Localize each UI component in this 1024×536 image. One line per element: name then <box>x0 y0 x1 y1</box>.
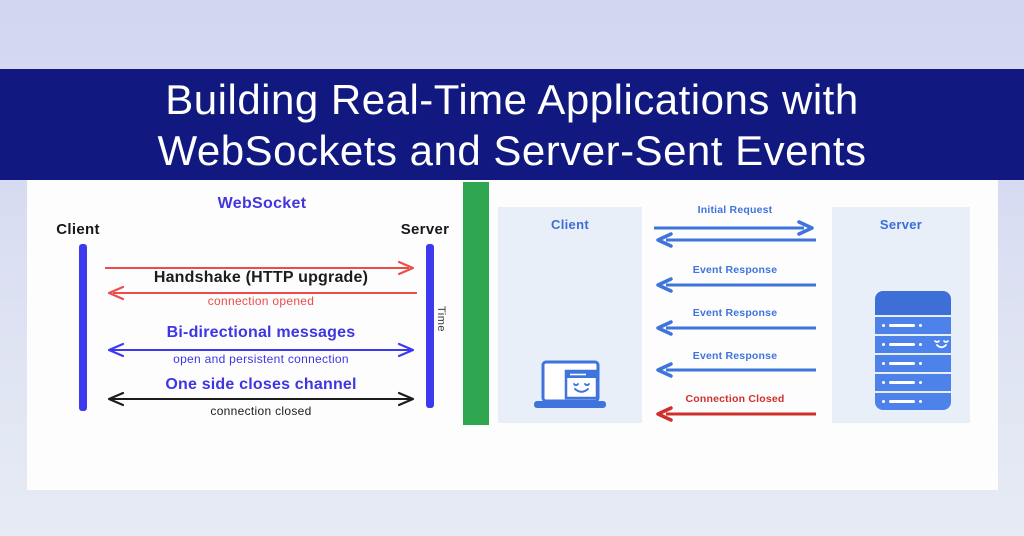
server-rack-top <box>875 291 951 315</box>
initial-response-arrow-icon <box>652 232 818 248</box>
server-rack-slot <box>875 317 951 334</box>
title-banner: Building Real-Time Applications with Web… <box>0 69 1024 180</box>
page-title-line2: WebSockets and Server-Sent Events <box>157 126 867 174</box>
laptop-icon <box>528 359 612 411</box>
content-panel: WebSocket Client Server Time Handshake (… <box>27 180 998 490</box>
sse-client-panel: Client <box>498 207 642 423</box>
websocket-diagram-title: WebSocket <box>217 195 307 212</box>
server-rack-slot <box>875 374 951 391</box>
event-response-arrow-icon-1 <box>652 277 818 293</box>
server-rack-slot-smiley <box>875 336 951 353</box>
close-channel-label: One side closes channel <box>165 376 357 393</box>
initial-request-label: Initial Request <box>697 204 773 216</box>
bidirectional-arrow-icon <box>103 342 419 358</box>
event-response-label-1: Event Response <box>692 264 778 276</box>
server-rack-slot <box>875 393 951 410</box>
sse-connection-closed-label: Connection Closed <box>685 393 785 405</box>
sse-client-label: Client <box>551 217 589 232</box>
event-response-arrow-icon-3 <box>652 362 818 378</box>
websocket-client-label: Client <box>56 221 100 238</box>
persistent-connection-label: open and persistent connection <box>173 352 349 366</box>
smiley-icon <box>932 338 952 351</box>
page-title-line1: Building Real-Time Applications with <box>165 75 859 123</box>
initial-request-arrow-icon <box>652 220 818 236</box>
diagram-separator-bar <box>463 182 489 425</box>
connection-opened-label: connection opened <box>207 294 315 308</box>
connection-opened-arrow-icon <box>103 285 419 301</box>
websocket-server-label: Server <box>400 221 450 238</box>
server-rack-icon <box>875 291 951 410</box>
server-rack-slot <box>875 355 951 372</box>
bidirectional-messages-label: Bi-directional messages <box>166 324 356 341</box>
handshake-request-arrow-icon <box>103 260 419 276</box>
client-lifeline-bar <box>79 244 87 411</box>
sse-server-panel: Server <box>832 207 970 423</box>
handshake-label: Handshake (HTTP upgrade) <box>153 269 369 286</box>
connection-closed-arrow-icon <box>103 391 419 407</box>
sse-connection-closed-arrow-icon <box>652 406 818 422</box>
event-response-label-3: Event Response <box>692 350 778 362</box>
event-response-arrow-icon-2 <box>652 320 818 336</box>
server-lifeline-bar <box>426 244 434 408</box>
ws-connection-closed-label: connection closed <box>210 404 312 418</box>
event-response-label-2: Event Response <box>692 307 778 319</box>
time-axis-label: Time <box>435 306 447 333</box>
sse-server-label: Server <box>879 217 923 232</box>
